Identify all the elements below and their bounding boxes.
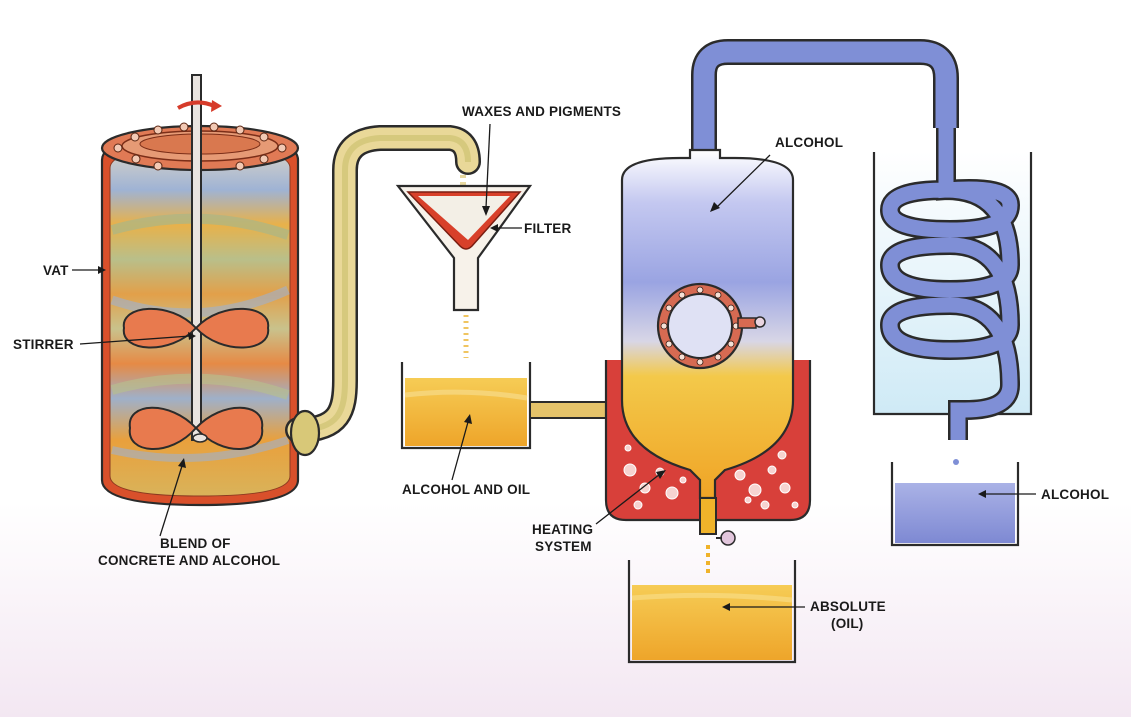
svg-text:BLEND OF: BLEND OF: [160, 536, 231, 551]
svg-text:(OIL): (OIL): [831, 616, 864, 631]
svg-text:ALCOHOL: ALCOHOL: [1041, 487, 1109, 502]
label-filter: FILTER: [490, 221, 571, 236]
condenser: [872, 128, 1033, 465]
absolute-oil-tray: [627, 560, 797, 664]
svg-text:STIRRER: STIRRER: [13, 337, 74, 352]
svg-text:ALCOHOL AND OIL: ALCOHOL AND OIL: [402, 482, 530, 497]
label-alcohol-collected: ALCOHOL: [978, 487, 1109, 502]
svg-text:HEATING: HEATING: [532, 522, 593, 537]
alcohol-oil-tray: [400, 362, 627, 450]
porthole: [656, 282, 766, 370]
transfer-pipe: [285, 125, 481, 457]
svg-text:CONCRETE AND ALCOHOL: CONCRETE AND ALCOHOL: [98, 553, 280, 568]
rotation-arrow-icon: [177, 100, 215, 110]
stirrer: [122, 74, 270, 450]
alcohol-tray: [890, 462, 1020, 547]
condenser-coil: [879, 128, 1021, 440]
still: [604, 39, 959, 575]
label-blend: BLEND OF CONCRETE AND ALCOHOL: [98, 458, 280, 568]
svg-text:ALCOHOL: ALCOHOL: [775, 135, 843, 150]
label-vat: VAT: [43, 263, 106, 278]
label-alcohol-oil: ALCOHOL AND OIL: [402, 414, 530, 497]
label-heating: HEATING SYSTEM: [532, 470, 666, 554]
drain-tap: [699, 497, 736, 575]
svg-text:VAT: VAT: [43, 263, 69, 278]
label-absolute: ABSOLUTE (OIL): [722, 599, 886, 631]
svg-text:WAXES AND PIGMENTS: WAXES AND PIGMENTS: [462, 104, 621, 119]
heating-bubbles: [623, 444, 799, 510]
label-waxes: WAXES AND PIGMENTS: [462, 104, 621, 216]
label-stirrer: STIRRER: [13, 332, 196, 352]
svg-text:ABSOLUTE: ABSOLUTE: [810, 599, 886, 614]
svg-text:FILTER: FILTER: [524, 221, 571, 236]
label-alcohol-vapor: ALCOHOL: [710, 135, 843, 212]
svg-text:SYSTEM: SYSTEM: [535, 539, 592, 554]
